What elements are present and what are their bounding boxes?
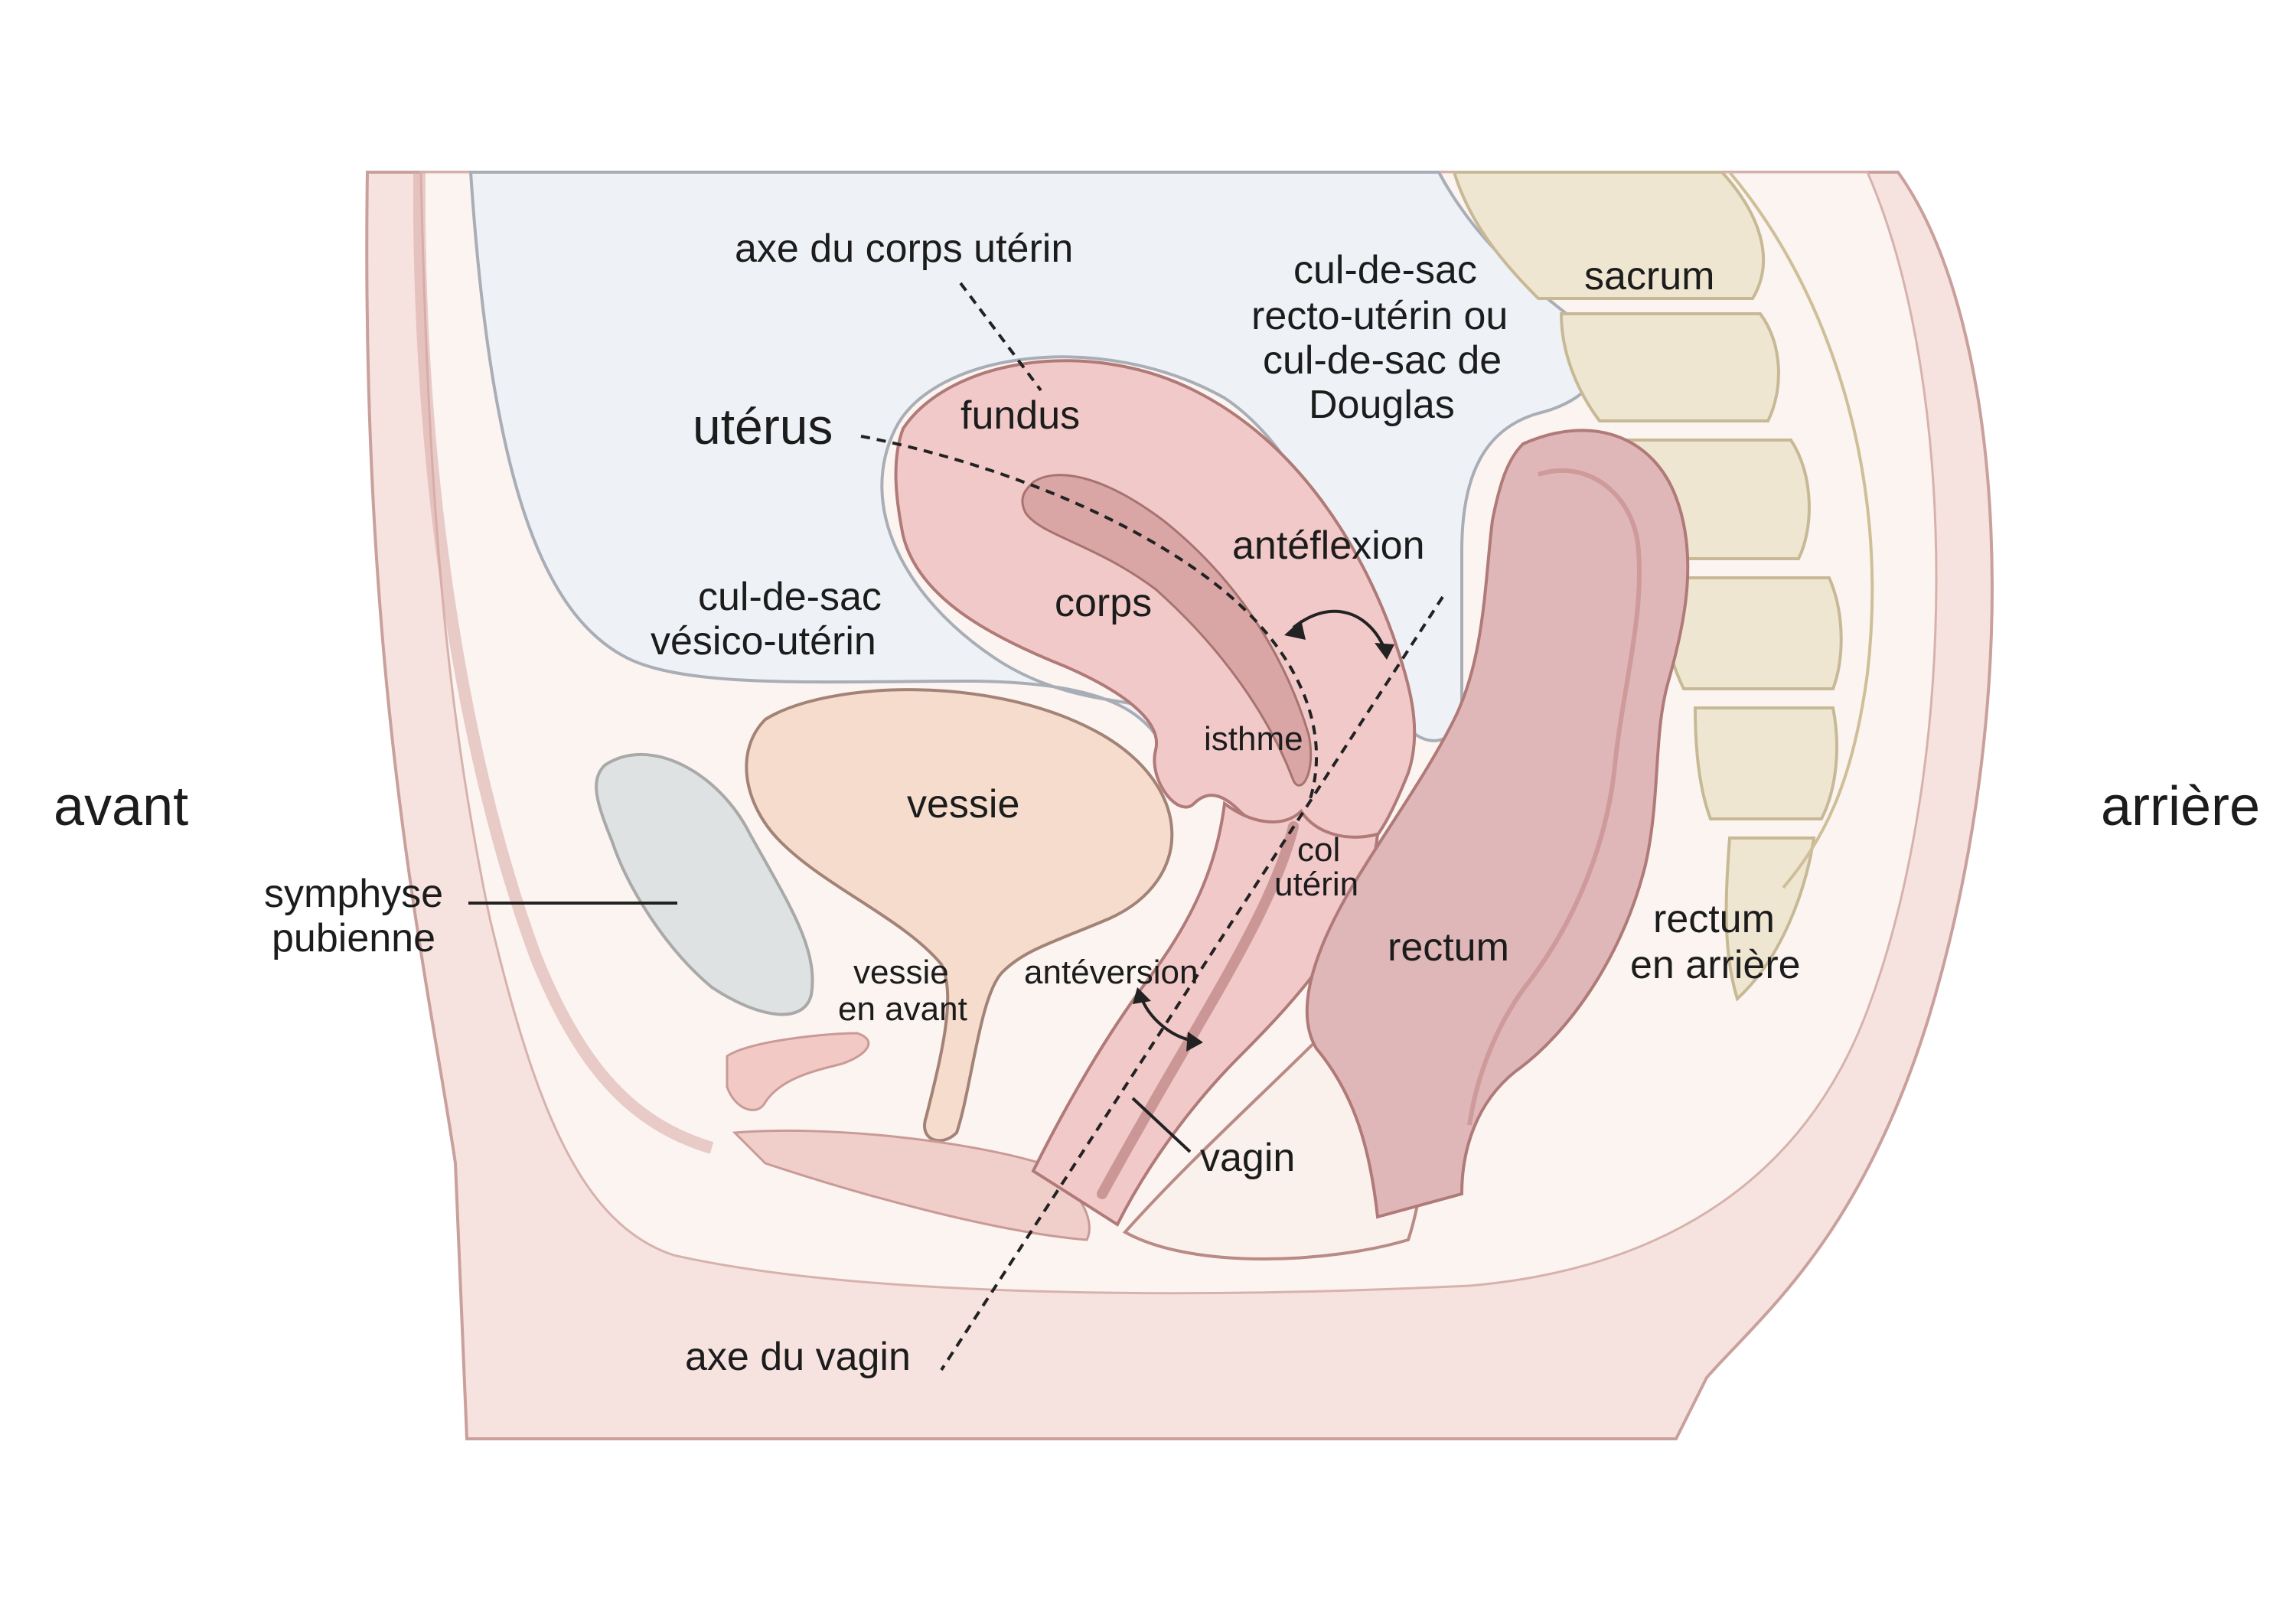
abdominal-wall	[413, 171, 714, 1154]
vesico-label-2: vésico-utérin	[651, 619, 876, 664]
isthmus-label: isthme	[1204, 720, 1303, 758]
vaginal-canal	[1097, 821, 1299, 1199]
douglas-label-2: recto-utérin ou	[1251, 294, 1508, 338]
sacrum-block-2	[1559, 312, 1780, 422]
anteflexion-arrow-left	[1284, 620, 1306, 640]
uterine-axis-line	[860, 435, 1319, 804]
anteversion-label: antéversion	[1024, 954, 1198, 991]
rectum	[1305, 429, 1690, 1219]
rectum-back-label-2: en arrière	[1630, 943, 1801, 987]
clitoris	[726, 1032, 870, 1111]
fundus-label: fundus	[960, 393, 1080, 438]
vaginal-axis-line	[940, 595, 1444, 1371]
uterus-label: utérus	[693, 398, 833, 455]
sacrum	[1452, 171, 1874, 1002]
pubic-symphysis	[595, 752, 814, 1016]
rectum-lumen	[1467, 468, 1642, 1126]
rectum-label: rectum	[1388, 925, 1509, 970]
symphysis-label-1: symphyse	[264, 872, 443, 916]
vagina-label: vagin	[1200, 1136, 1295, 1180]
bladder-front-label-1: vessie	[853, 954, 949, 991]
sacrum-block-5	[1693, 706, 1838, 820]
douglas-label-1: cul-de-sac	[1293, 248, 1477, 292]
bladder	[745, 688, 1174, 1143]
back-label: arrière	[2101, 776, 2260, 837]
anteflexion-arrow-right	[1375, 643, 1394, 660]
rectum-back-label-1: rectum	[1653, 897, 1775, 941]
cervix-label-1: col	[1297, 831, 1340, 869]
vesico-label-1: cul-de-sac	[698, 575, 882, 619]
symphysis-label-2: pubienne	[272, 916, 435, 960]
douglas-label-4: Douglas	[1309, 383, 1455, 427]
bladder-label: vessie	[907, 782, 1019, 827]
anteversion-arrow-bottom	[1186, 1032, 1203, 1052]
uterine-axis-label: axe du corps utérin	[735, 227, 1073, 271]
uterine-cavity	[1021, 474, 1313, 787]
vagina-leader	[1131, 1097, 1192, 1153]
bladder-front-label-2: en avant	[838, 990, 967, 1028]
body-label: corps	[1055, 581, 1152, 625]
peritoneal-cavity	[468, 171, 1600, 757]
anteflexion-label: antéflexion	[1232, 523, 1425, 568]
douglas-label-3: cul-de-sac de	[1263, 338, 1502, 383]
sacrum-rim	[1728, 171, 1874, 889]
front-label: avant	[54, 776, 188, 837]
sacrum-block-1	[1452, 171, 1765, 300]
vaginal-axis-label: axe du vagin	[685, 1335, 911, 1379]
anteflexion-arc	[1292, 609, 1387, 651]
anteversion-arrow-top	[1133, 987, 1151, 1004]
vulva	[732, 1129, 1091, 1241]
sacrum-label: sacrum	[1584, 254, 1714, 298]
fundus-leader-dashed	[959, 282, 1042, 392]
cervix-label-2: utérin	[1274, 866, 1358, 903]
